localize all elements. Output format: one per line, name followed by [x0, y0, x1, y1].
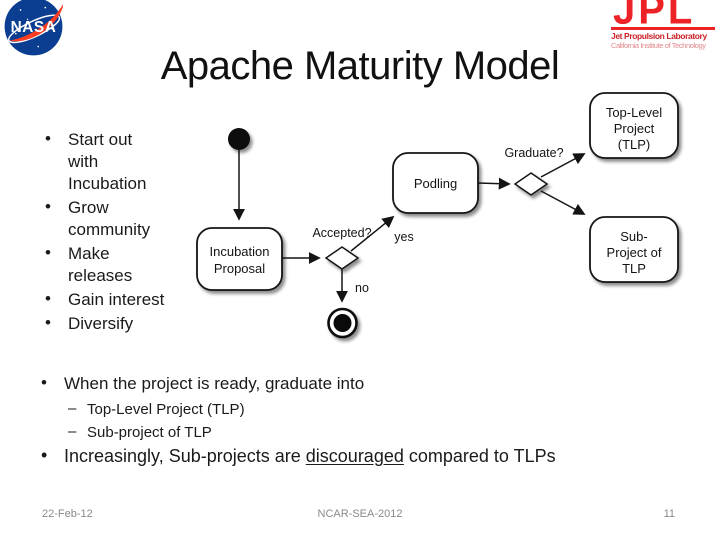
sub-bullet-item: – Sub-project of TLP — [62, 423, 562, 443]
tlp-label-line3: (TLP) — [618, 137, 651, 152]
edge-graduate-to-subproject — [540, 190, 586, 215]
bullet-text: with — [68, 152, 99, 171]
jpl-lab-name: Jet Propulsion Laboratory — [611, 31, 707, 41]
bullet-marker: • — [45, 129, 51, 148]
bullet-item: • Grow community — [40, 197, 195, 241]
bullet-marker: • — [41, 445, 48, 465]
nasa-orbit — [8, 14, 61, 44]
incubation-proposal-label-line1: Incubation — [210, 244, 270, 259]
bullet-text: Gain interest — [68, 290, 165, 309]
closing-text-underlined: discouraged — [305, 446, 404, 466]
bullet-marker: • — [45, 243, 51, 262]
jpl-caltech-name: California Institute of Technology — [611, 41, 706, 50]
nasa-swoosh — [9, 4, 63, 42]
bullet-marker: • — [41, 373, 47, 392]
dash-marker: – — [68, 400, 77, 417]
graduate-sub-list: – Top-Level Project (TLP) – Sub-project … — [62, 400, 562, 446]
no-label: no — [355, 281, 369, 295]
sub-bullet-item: – Top-Level Project (TLP) — [62, 400, 562, 420]
yes-label: yes — [394, 230, 413, 244]
closing-text-suffix: compared to TLPs — [403, 446, 556, 466]
graduate-decision-node — [513, 172, 549, 196]
graduate-lead-text: When the project is ready, graduate into — [64, 374, 365, 393]
bullet-item: • Gain interest — [40, 289, 195, 311]
bullet-text: Make — [68, 244, 110, 263]
nasa-wordmark: NASA — [11, 19, 57, 36]
accepted-decision-node — [324, 246, 360, 270]
sub-bullet-text: Top-Level Project (TLP) — [87, 401, 245, 418]
page-title: Apache Maturity Model — [160, 44, 560, 88]
bullet-text: Diversify — [68, 314, 134, 333]
bullet-marker: • — [45, 197, 51, 216]
bullet-marker: • — [45, 289, 51, 308]
footer-date: 22-Feb-12 — [42, 508, 93, 520]
jpl-logo: JPL Jet Propulsion Laboratory California… — [607, 0, 719, 50]
graduate-lead-list: • When the project is ready, graduate in… — [36, 373, 656, 395]
left-bullet-list: • Start out with Incubation • Grow commu… — [40, 129, 195, 337]
incubation-proposal-node: Incubation Proposal — [196, 227, 283, 291]
bullet-item: • Start out with Incubation — [40, 129, 195, 195]
dash-marker: – — [68, 423, 77, 440]
edge-podling-to-graduate — [477, 177, 511, 190]
closing-text-prefix: Increasingly, Sub-projects are — [64, 446, 306, 466]
bullet-text: community — [68, 220, 151, 239]
bullet-text: releases — [68, 266, 133, 285]
bullet-item: • Make releases — [40, 243, 195, 287]
apache-incubation-flowchart: Incubation Proposal Accepted? yes no Pod… — [196, 92, 679, 339]
start-node — [228, 128, 250, 150]
tlp-label-line1: Top-Level — [606, 105, 662, 120]
subproject-node: Sub- Project of TLP — [589, 216, 679, 283]
bullet-text: Grow — [68, 198, 109, 217]
bullet-item: • Increasingly, Sub-projects are discour… — [36, 445, 696, 468]
bullet-marker: • — [45, 313, 51, 332]
edge-graduate-to-tlp — [540, 153, 586, 178]
sub-bullet-text: Sub-project of TLP — [87, 424, 212, 441]
tlp-label-line2: Project — [614, 121, 655, 136]
closing-list: • Increasingly, Sub-projects are discour… — [36, 445, 696, 468]
subproject-label-line3: TLP — [622, 261, 646, 276]
edge-accepted-yes — [350, 215, 395, 252]
podling-label: Podling — [414, 176, 457, 191]
jpl-acronym: JPL — [613, 0, 696, 34]
bullet-text: Incubation — [68, 174, 147, 193]
accepted-label: Accepted? — [312, 226, 371, 240]
incubation-proposal-label-line2: Proposal — [214, 261, 265, 276]
podling-node: Podling — [392, 152, 479, 214]
bullet-item: • Diversify — [40, 313, 195, 335]
subproject-label-line1: Sub- — [620, 229, 647, 244]
jpl-rule — [611, 27, 715, 30]
graduate-label: Graduate? — [504, 146, 563, 160]
bullet-item: • When the project is ready, graduate in… — [36, 373, 656, 395]
subproject-label-line2: Project of — [607, 245, 662, 260]
tlp-node: Top-Level Project (TLP) — [589, 92, 679, 159]
bullet-text: Start out — [68, 130, 133, 149]
end-node — [327, 307, 358, 339]
footer-event: NCAR-SEA-2012 — [317, 508, 403, 520]
nasa-logo: NASA — [4, 0, 63, 56]
footer-page-number: 11 — [663, 508, 675, 520]
